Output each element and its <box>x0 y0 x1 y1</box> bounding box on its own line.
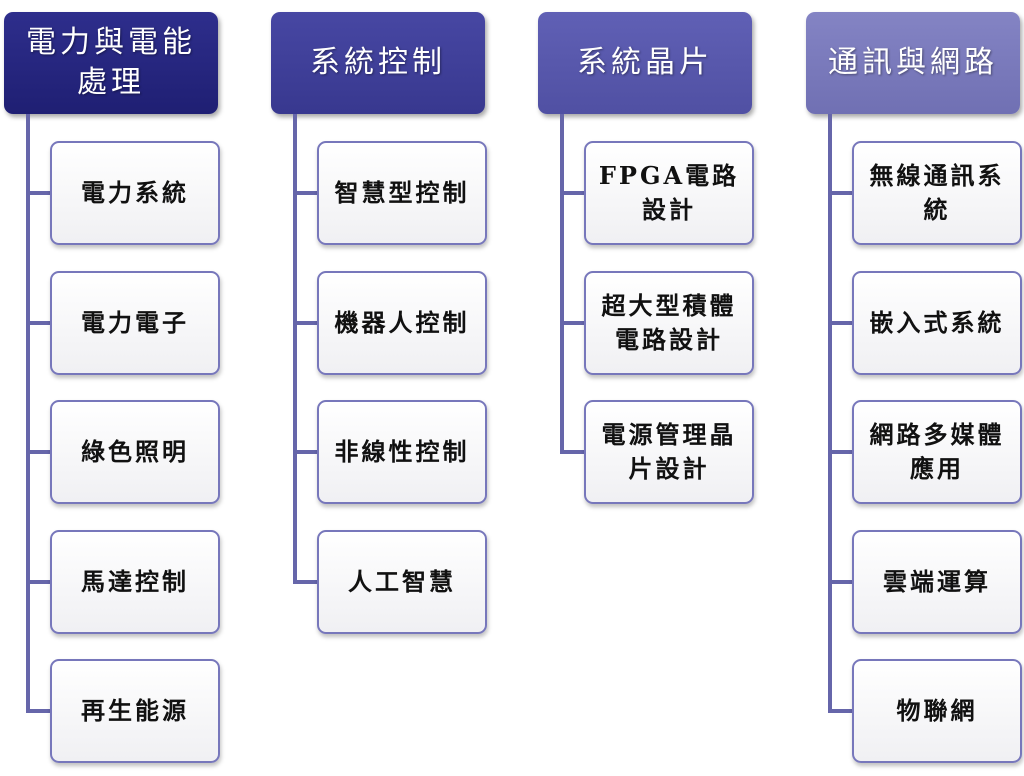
connector-branch <box>293 191 317 195</box>
connector-branch <box>293 320 317 325</box>
connector-branch <box>293 579 317 584</box>
topic-box: 再生能源 <box>50 659 220 763</box>
topic-box: 人工智慧 <box>317 529 487 634</box>
connector-branch <box>26 709 50 713</box>
topic-box: 非線性控制 <box>317 400 487 504</box>
column-1: 電力與電能處理電力系統電力電子綠色照明馬達控制再生能源 <box>4 0 234 776</box>
topic-box: 馬達控制 <box>50 529 220 634</box>
connector-branch <box>828 709 852 713</box>
topic-box: 智慧型控制 <box>317 141 487 245</box>
column-2: 系統控制智慧型控制機器人控制非線性控制人工智慧 <box>271 0 501 776</box>
column-4: 通訊與網路無線通訊系統嵌入式系統網路多媒體應用雲端運算物聯網 <box>806 0 1024 776</box>
connector-branch <box>560 450 584 454</box>
category-header: 電力與電能處理 <box>4 12 218 114</box>
category-header: 系統控制 <box>271 12 485 114</box>
topic-box: 無線通訊系統 <box>852 141 1022 245</box>
column-3: 系統晶片 FPGA電路設計超大型積體電路設計電源管理晶片設計 <box>538 0 768 776</box>
topic-box: 超大型積體電路設計 <box>584 270 754 375</box>
topic-box: FPGA電路設計 <box>584 141 754 245</box>
connector-trunk <box>560 114 564 454</box>
topic-box: 嵌入式系統 <box>852 270 1022 375</box>
connector-branch <box>828 579 852 584</box>
topic-box: 電源管理晶片設計 <box>584 400 754 504</box>
topic-box: 雲端運算 <box>852 529 1022 634</box>
connector-branch <box>26 191 50 195</box>
connector-branch <box>560 191 584 195</box>
topic-box: 網路多媒體應用 <box>852 400 1022 504</box>
connector-trunk <box>26 114 30 713</box>
connector-branch <box>828 320 852 325</box>
connector-branch <box>26 450 50 454</box>
topic-box: 電力系統 <box>50 141 220 245</box>
connector-trunk <box>828 114 832 713</box>
connector-branch <box>560 320 584 325</box>
connector-branch <box>828 450 852 454</box>
connector-branch <box>26 320 50 325</box>
topic-box: 綠色照明 <box>50 400 220 504</box>
category-header: 通訊與網路 <box>806 12 1020 114</box>
topic-box: 機器人控制 <box>317 270 487 375</box>
connector-branch <box>828 191 852 195</box>
topic-box: 電力電子 <box>50 270 220 375</box>
category-header: 系統晶片 <box>538 12 752 114</box>
connector-trunk <box>293 114 297 584</box>
topic-box: 物聯網 <box>852 659 1022 763</box>
connector-branch <box>26 579 50 584</box>
connector-branch <box>293 450 317 454</box>
